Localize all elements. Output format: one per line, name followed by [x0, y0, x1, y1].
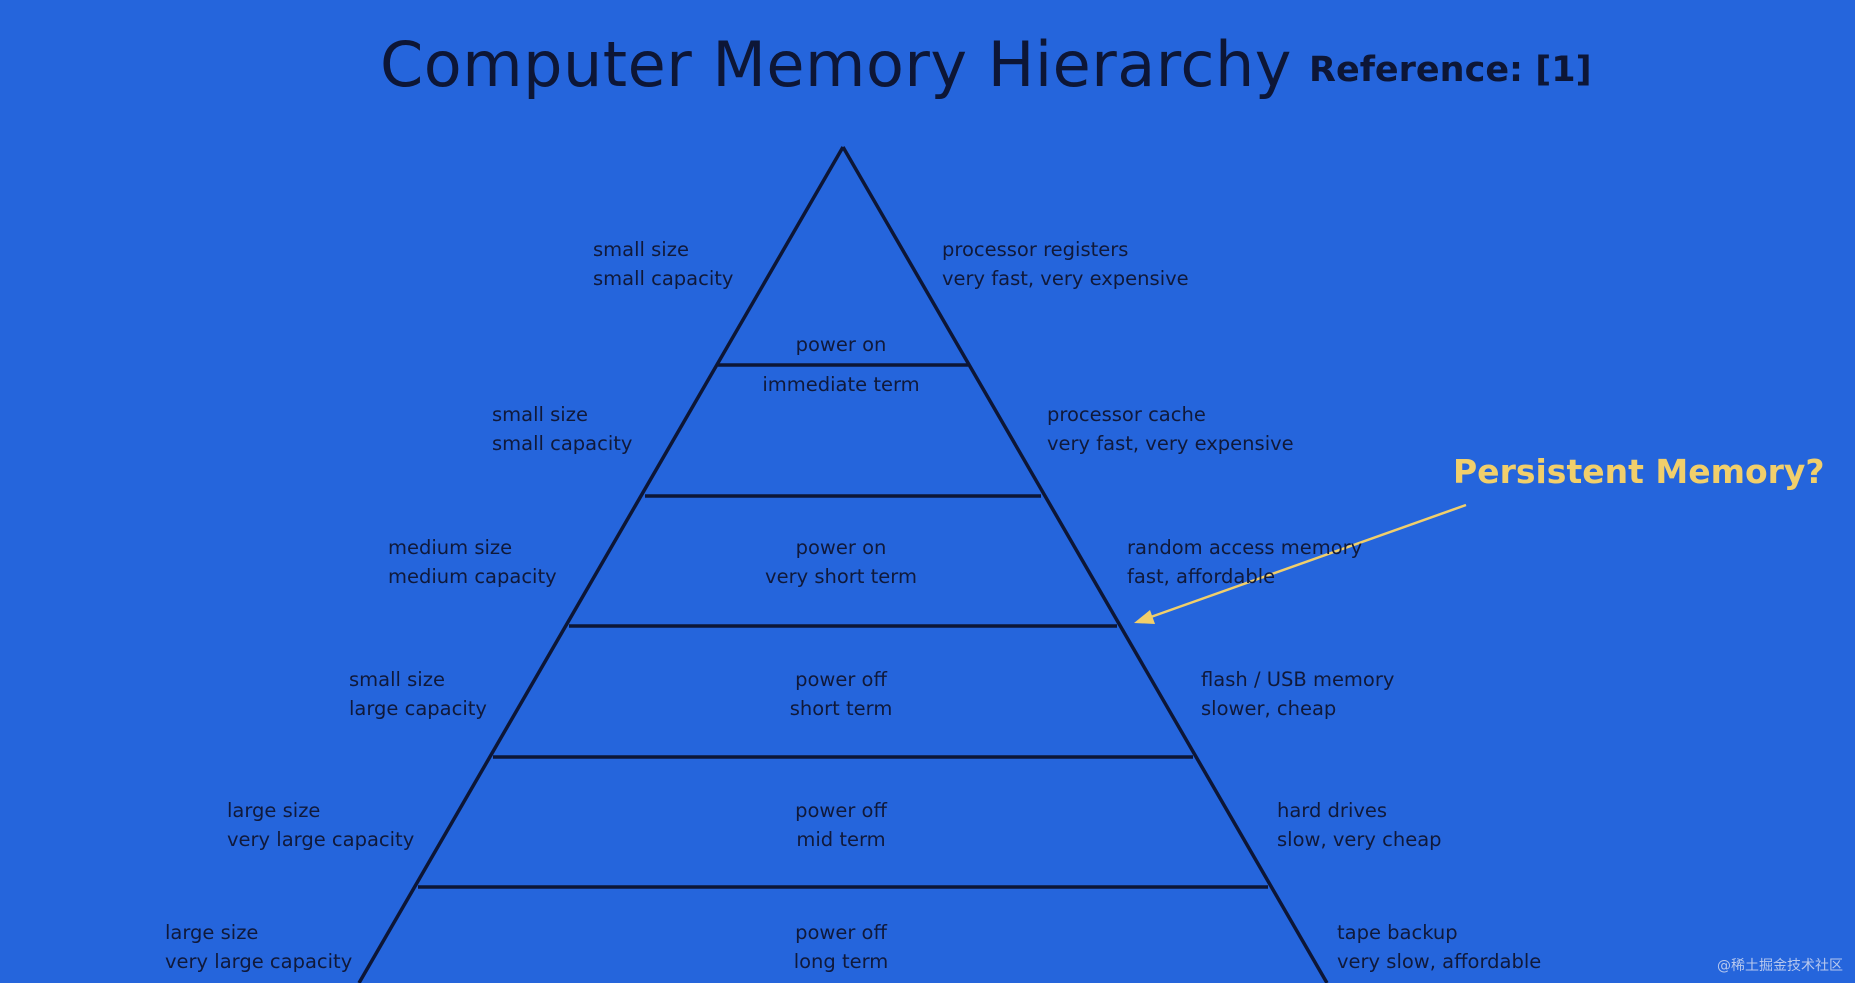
tier-3-speed-cost: fast, affordable [1127, 565, 1276, 588]
tier-5-type: hard drives [1277, 799, 1388, 822]
tier-1-center-top: power on [795, 333, 887, 356]
tier-5-left-label: large size very large capacity [227, 796, 414, 854]
tier-3-term: very short term [765, 565, 917, 588]
slide-title: Computer Memory Hierarchy [380, 28, 1292, 101]
tier-6-right-label: tape backup very slow, affordable [1337, 918, 1541, 976]
tier-4-capacity: large capacity [349, 697, 487, 720]
tier-2-size: small size [492, 403, 588, 426]
callout-arrow [1134, 503, 1467, 624]
tier-1-size: small size [593, 238, 689, 261]
tier-3-right-label: random access memory fast, affordable [1127, 533, 1362, 591]
tier-3-type: random access memory [1127, 536, 1363, 559]
tier-4-left-label: small size large capacity [349, 665, 487, 723]
tier-3-center-label: power on very short term [691, 533, 991, 591]
tier-1-capacity: small capacity [593, 267, 734, 290]
tier-1-right-label: processor registers very fast, very expe… [942, 235, 1189, 293]
persistent-memory-callout: Persistent Memory? [1453, 452, 1825, 491]
tier-4-type: flash / USB memory [1201, 668, 1395, 691]
tier-2-type: processor cache [1047, 403, 1206, 426]
tier-1-center-bottom: immediate term [762, 373, 920, 396]
arrow-head [1134, 610, 1155, 624]
tier-4-power: power off [795, 668, 887, 691]
pyramid-left-edge [357, 146, 845, 983]
tier-6-power: power off [795, 921, 887, 944]
tier-6-speed-cost: very slow, affordable [1337, 950, 1542, 973]
tier-5-power: power off [795, 799, 887, 822]
tier-4-speed-cost: slower, cheap [1201, 697, 1337, 720]
tier-6-capacity: very large capacity [165, 950, 353, 973]
tier-4-center-label: power off short term [691, 665, 991, 723]
tier-6-left-label: large size very large capacity [165, 918, 352, 976]
tier-2-right-label: processor cache very fast, very expensiv… [1047, 400, 1294, 458]
tier-3-size: medium size [388, 536, 513, 559]
tier-4-size: small size [349, 668, 445, 691]
tier-3-left-label: medium size medium capacity [388, 533, 557, 591]
pyramid-right-edge [841, 146, 1329, 983]
tier-5-center-label: power off mid term [691, 796, 991, 854]
tier-4-right-label: flash / USB memory slower, cheap [1201, 665, 1394, 723]
tier-6-center-label: power off long term [691, 918, 991, 976]
tier-2-capacity: small capacity [492, 432, 633, 455]
tier-2-left-label: small size small capacity [492, 400, 632, 458]
tier-4-term: short term [789, 697, 893, 720]
tier-5-right-label: hard drives slow, very cheap [1277, 796, 1442, 854]
tier-3-capacity: medium capacity [388, 565, 557, 588]
tier-5-size: large size [227, 799, 321, 822]
tier-5-speed-cost: slow, very cheap [1277, 828, 1442, 851]
tier-1-speed-cost: very fast, very expensive [942, 267, 1189, 290]
tier-3-power: power on [795, 536, 887, 559]
tier-5-capacity: very large capacity [227, 828, 415, 851]
tier-6-size: large size [165, 921, 259, 944]
tier-2-speed-cost: very fast, very expensive [1047, 432, 1294, 455]
tier-5-term: mid term [796, 828, 886, 851]
tier-1-left-label: small size small capacity [593, 235, 733, 293]
reference-label: Reference: [1] [1309, 50, 1592, 90]
tier-6-term: long term [793, 950, 889, 973]
tier-1-type: processor registers [942, 238, 1129, 261]
tier-6-type: tape backup [1337, 921, 1458, 944]
watermark: @稀土掘金技术社区 [1717, 958, 1843, 974]
